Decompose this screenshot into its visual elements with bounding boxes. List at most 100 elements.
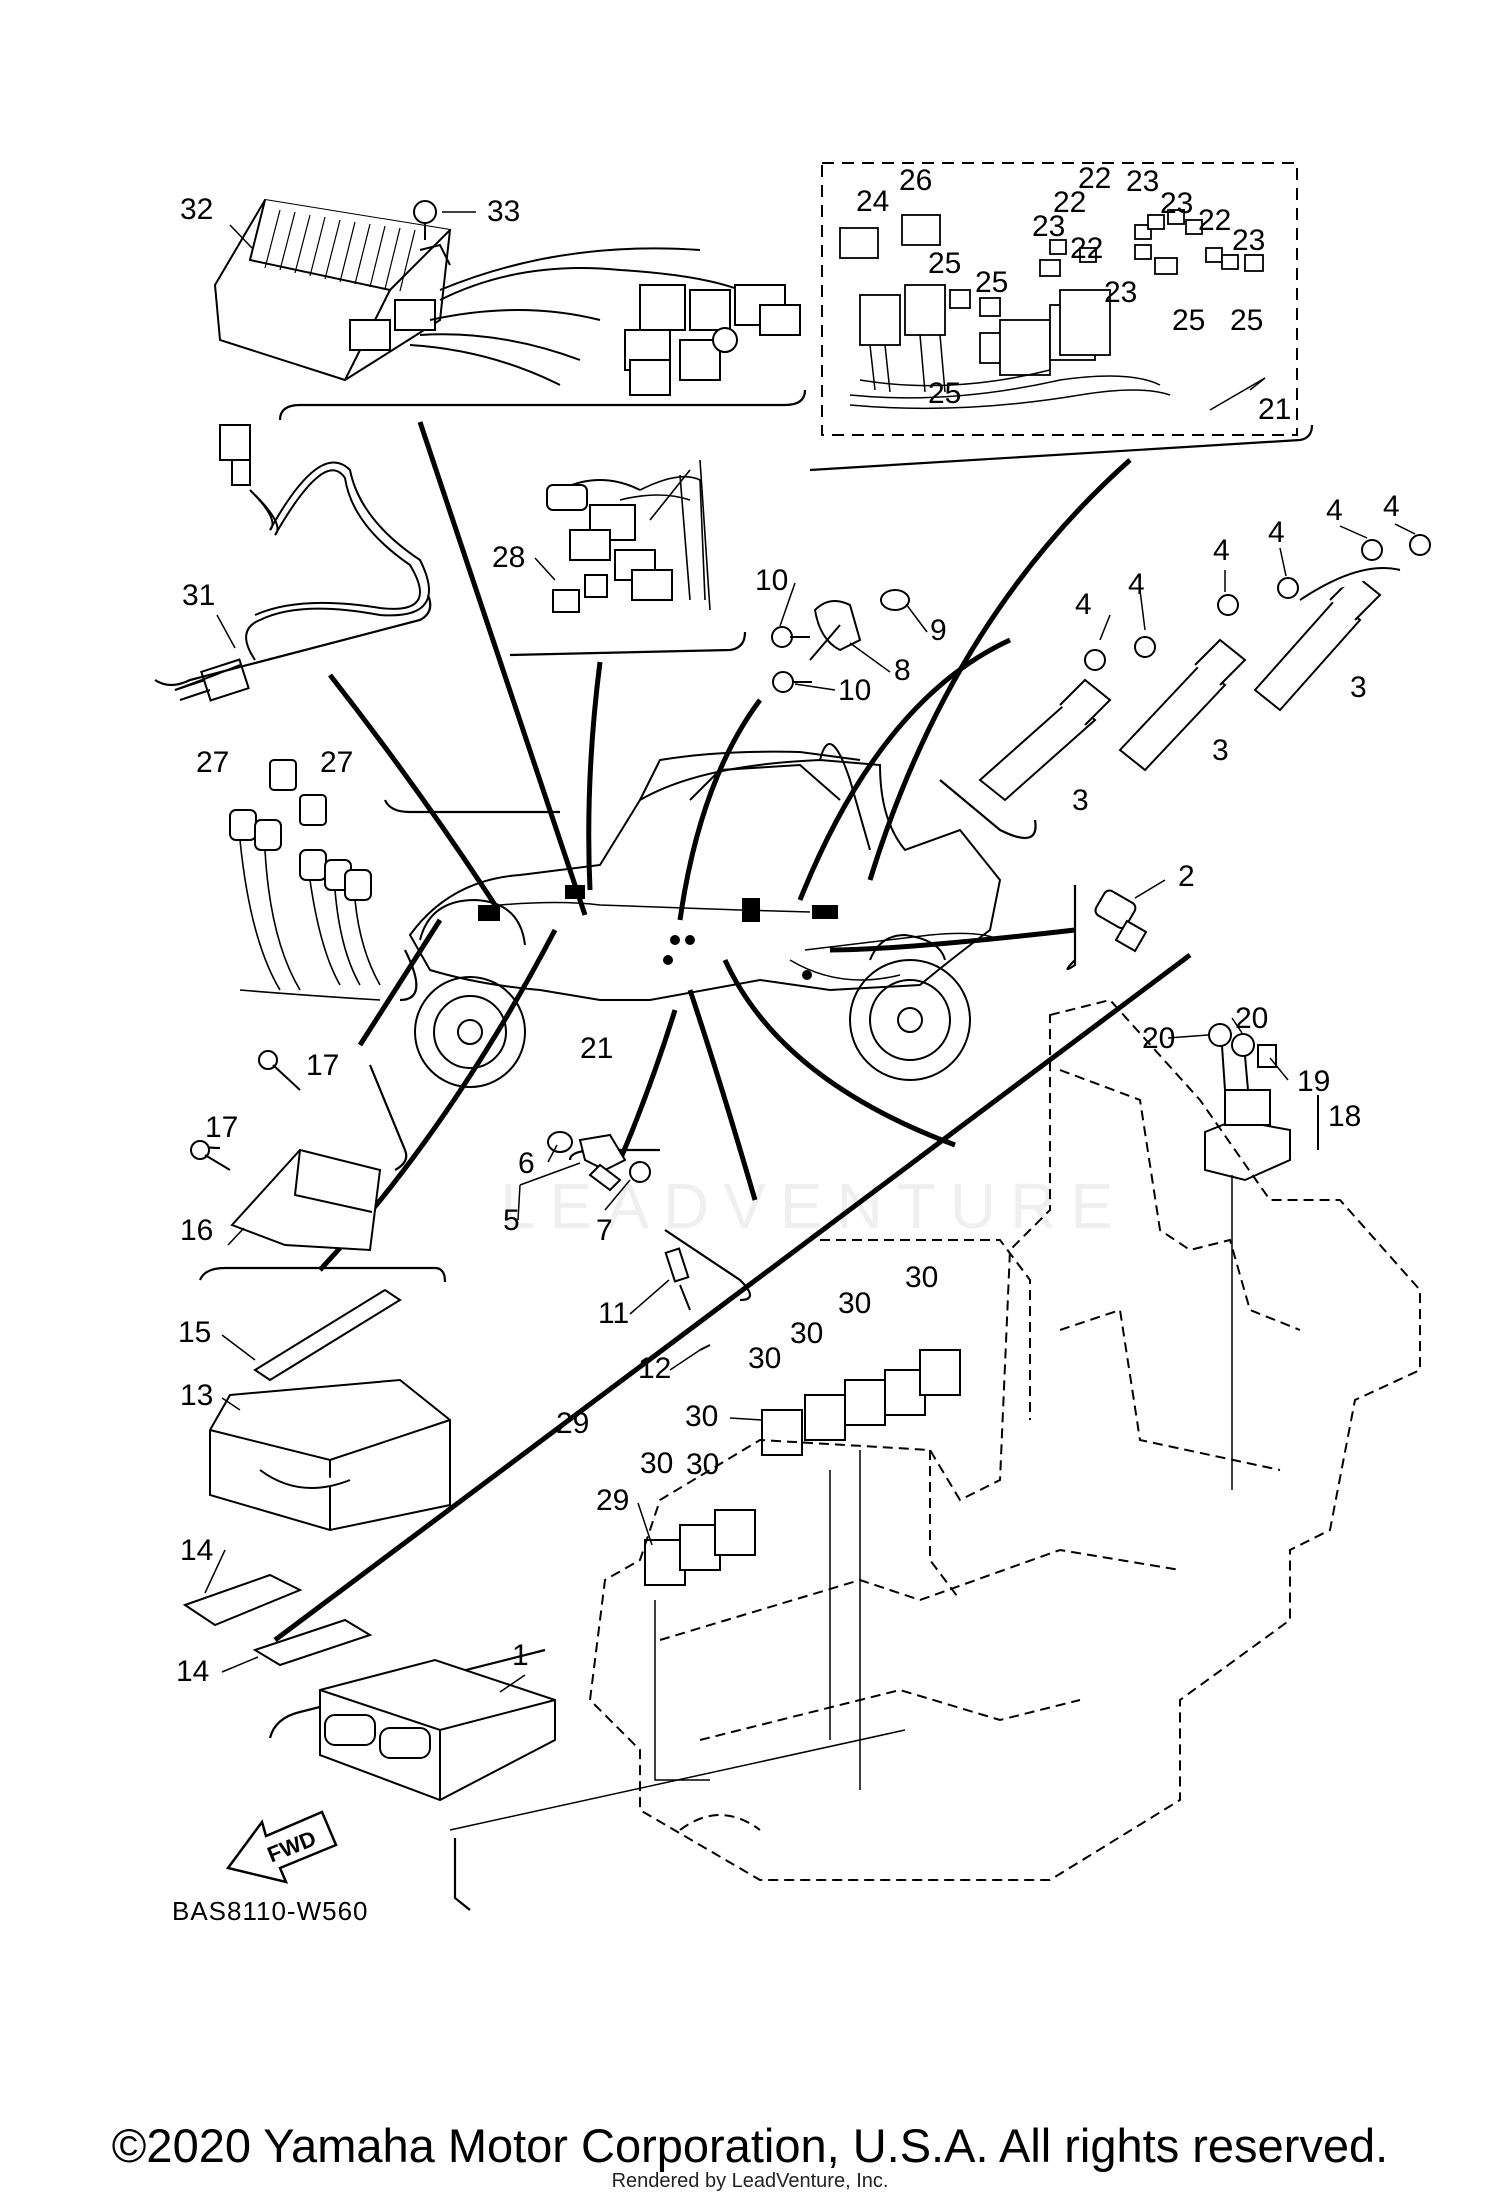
regulator-wiring [409, 247, 741, 386]
part-band-15 [253, 1288, 402, 1382]
callout-26: 26 [899, 164, 932, 197]
callout-19: 19 [1297, 1065, 1330, 1098]
callout-17: 17 [205, 1111, 238, 1144]
callout-4: 4 [1128, 568, 1145, 601]
callout-21: 21 [580, 1032, 613, 1065]
callout-8: 8 [894, 654, 911, 687]
callout-30: 30 [838, 1287, 871, 1320]
callout-9: 9 [930, 614, 947, 647]
callout-11: 11 [598, 1297, 629, 1330]
callout-30: 30 [790, 1317, 823, 1350]
callout-17: 17 [306, 1049, 339, 1082]
callout-13: 13 [180, 1379, 213, 1412]
callout-14: 14 [176, 1655, 209, 1688]
callout-31: 31 [182, 579, 215, 612]
part-pads-14 [182, 1573, 373, 1667]
callout-22: 22 [1070, 232, 1103, 265]
callout-25: 25 [1230, 304, 1263, 337]
callout-18: 18 [1328, 1100, 1361, 1133]
connector-28-wiring [619, 459, 711, 611]
callout-25: 25 [975, 266, 1008, 299]
vehicle-markers [478, 885, 838, 980]
group-brackets [154, 389, 1314, 1911]
callout-4: 4 [1268, 516, 1285, 549]
part-relays-30 [644, 1349, 961, 1586]
callout-25: 25 [928, 247, 961, 280]
callout-15: 15 [178, 1316, 211, 1349]
callout-4: 4 [1213, 534, 1230, 567]
callout-3: 3 [1350, 671, 1367, 704]
part-spark-plug-11 [664, 1247, 711, 1351]
part-battery-13 [209, 1378, 451, 1532]
callout-30: 30 [905, 1261, 938, 1294]
callout-23: 23 [1126, 165, 1159, 198]
part-sensor-31 [174, 424, 430, 702]
callout-24: 24 [856, 185, 889, 218]
part-sensor-5 [547, 1131, 651, 1192]
callout-7: 7 [596, 1214, 613, 1247]
part-sensor-8 [771, 589, 910, 693]
callout-4: 4 [1075, 588, 1092, 621]
callout-leaders [204, 211, 1416, 1693]
part-module-16 [190, 1050, 382, 1252]
frame-leaders [449, 1175, 1233, 1831]
callout-3: 3 [1072, 784, 1089, 817]
part-bolts-4 [1084, 534, 1431, 671]
callout-10: 10 [838, 674, 871, 707]
copyright-text: ©2020 Yamaha Motor Corporation, U.S.A. A… [111, 2119, 1389, 2172]
callout-3: 3 [1212, 734, 1229, 767]
diagram-code: BAS8110-W560 [172, 1896, 369, 1926]
callout-10: 10 [755, 564, 788, 597]
part-starter-relay-18 [1204, 1023, 1291, 1182]
callout-32: 32 [180, 193, 213, 226]
callout-25: 25 [1172, 304, 1205, 337]
callout-23: 23 [1032, 210, 1065, 243]
callout-29: 29 [596, 1484, 629, 1517]
callout-14: 14 [180, 1534, 213, 1567]
callout-1: 1 [512, 1639, 529, 1672]
callout-21: 21 [1258, 393, 1291, 426]
part-connector-28 [546, 479, 673, 613]
callout-23: 23 [1160, 187, 1193, 220]
part-injectors [978, 567, 1401, 802]
fuse-box-inset [821, 162, 1298, 436]
callout-16: 16 [180, 1214, 213, 1247]
callout-33: 33 [487, 195, 520, 228]
callout-22: 22 [1078, 162, 1111, 195]
callout-5: 5 [503, 1204, 520, 1237]
part-rectifier-regulator [213, 198, 452, 382]
callout-30: 30 [640, 1447, 673, 1480]
regulator-connectors [624, 284, 801, 396]
callout-23: 23 [1232, 224, 1265, 257]
callout-22: 22 [1198, 204, 1231, 237]
fwd-arrow-icon: FWD [225, 1810, 338, 1884]
vehicle-harness [499, 901, 1001, 981]
connector-27-wiring [239, 839, 381, 1001]
callout-2: 2 [1178, 860, 1195, 893]
watermark-text: LEADVENTURE [500, 1170, 1127, 1242]
callout-23: 23 [1104, 276, 1137, 309]
part-ecu-1 [319, 1658, 556, 1802]
part-bolt-33 [413, 200, 437, 240]
callout-27: 27 [196, 746, 229, 779]
part-sensor-2 [1094, 889, 1148, 953]
part-connector-27 [229, 759, 372, 901]
callout-6: 6 [518, 1147, 535, 1180]
callout-12: 12 [638, 1352, 671, 1385]
callout-25: 25 [928, 377, 961, 410]
callout-22: 22 [1053, 186, 1086, 219]
callout-28: 28 [492, 541, 525, 574]
callout-4: 4 [1326, 494, 1343, 527]
callout-4: 4 [1383, 490, 1400, 523]
frame-outline [588, 998, 1421, 1881]
vehicle-outline [408, 742, 1002, 1001]
vehicle-wheels [414, 959, 971, 1088]
fuse-box-harness [849, 334, 1266, 411]
callout-30: 30 [685, 1400, 718, 1433]
callout-27: 27 [320, 746, 353, 779]
callout-29: 29 [556, 1407, 589, 1440]
rendered-by-text: Rendered by LeadVenture, Inc. [611, 2170, 889, 2192]
callout-30: 30 [748, 1342, 781, 1375]
